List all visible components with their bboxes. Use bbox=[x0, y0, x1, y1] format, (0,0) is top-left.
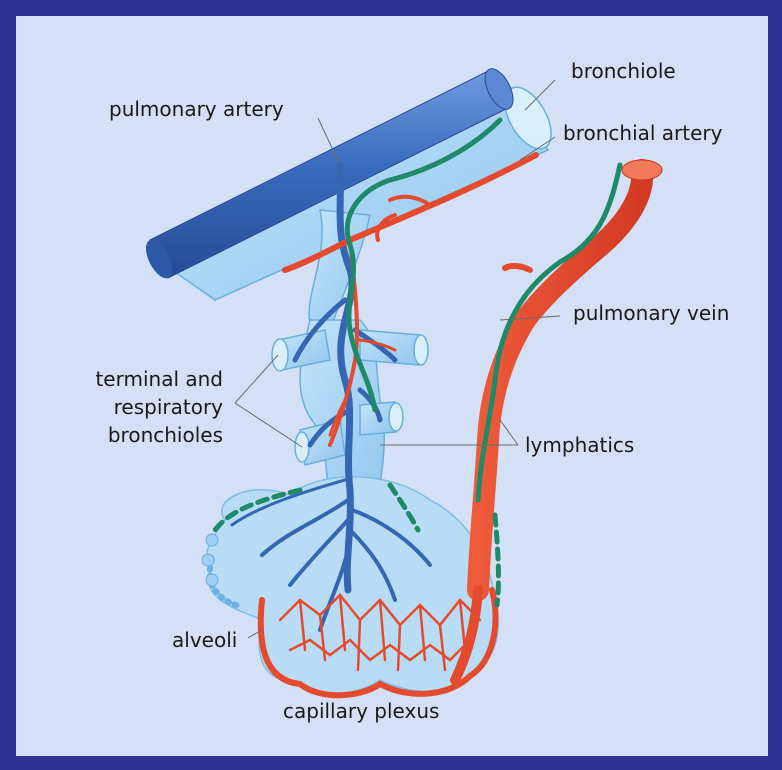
label-pulmonary-vein: pulmonary vein bbox=[573, 300, 729, 326]
label-terminal-line2: respiratory bbox=[76, 394, 223, 420]
label-capillary-plexus: capillary plexus bbox=[283, 698, 439, 724]
label-terminal-line3: bronchioles bbox=[76, 422, 223, 448]
label-bronchial-artery: bronchial artery bbox=[563, 120, 722, 146]
label-terminal-line1: terminal and bbox=[76, 366, 223, 392]
label-lymphatics: lymphatics bbox=[525, 432, 634, 458]
label-pulmonary-artery: pulmonary artery bbox=[109, 96, 284, 122]
label-bronchiole: bronchiole bbox=[571, 58, 676, 84]
label-alveoli: alveoli bbox=[172, 627, 237, 653]
